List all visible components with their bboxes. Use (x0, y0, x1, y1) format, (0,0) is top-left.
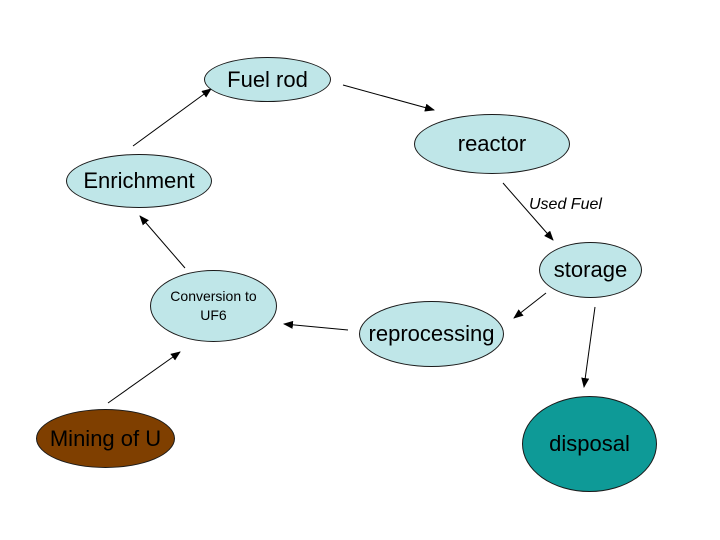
reprocessing-node: reprocessing (359, 301, 504, 367)
edge-conversion-to-enrichment (139, 215, 186, 269)
reactor-label: reactor (457, 131, 527, 156)
mining-node: Mining of U (36, 409, 175, 468)
edge-fuel-rod-to-reactor (342, 84, 435, 112)
edge-mining-to-conversion (107, 351, 181, 404)
reactor-node: reactor (414, 114, 570, 174)
storage-label: storage (553, 257, 628, 282)
conversion-node: Conversion to UF6 (150, 270, 277, 342)
edge-reactor-to-storage (502, 182, 554, 241)
conversion-label-line2: UF6 (200, 307, 227, 323)
disposal-node: disposal (522, 396, 657, 492)
conversion-label: Conversion to UF6 (170, 287, 256, 325)
enrichment-label: Enrichment (83, 168, 195, 193)
fuel-rod-node: Fuel rod (204, 57, 331, 102)
reprocessing-label: reprocessing (368, 321, 495, 346)
edge-reprocessing-to-conversion (283, 320, 349, 331)
storage-node: storage (539, 242, 642, 298)
conversion-label-line1: Conversion to (170, 288, 257, 304)
used-fuel-edge-label: Used Fuel (529, 196, 602, 213)
fuel-rod-label: Fuel rod (227, 66, 308, 92)
enrichment-node: Enrichment (66, 154, 212, 208)
edge-enrichment-to-fuel-rod (132, 88, 212, 147)
edge-storage-to-reprocessing (513, 292, 547, 319)
edge-storage-to-disposal (581, 306, 596, 388)
disposal-label: disposal (549, 431, 630, 456)
mining-label: Mining of U (49, 425, 162, 451)
